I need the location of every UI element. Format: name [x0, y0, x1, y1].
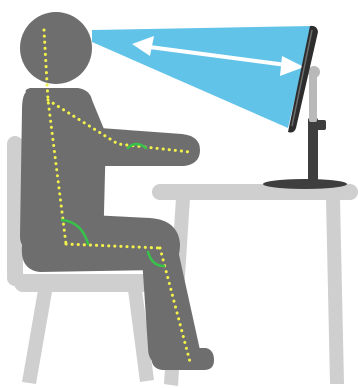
stand-pole-upper	[309, 74, 317, 122]
chair-seat	[14, 274, 154, 292]
chair-leg-rear	[22, 290, 52, 384]
person-foot	[152, 348, 214, 370]
line-of-sight-beam	[92, 26, 312, 128]
desk-leg-right	[326, 198, 344, 384]
stand-base	[263, 179, 347, 189]
stand-joint	[308, 66, 320, 78]
person-head	[20, 12, 92, 84]
person-lower-leg	[142, 230, 201, 366]
